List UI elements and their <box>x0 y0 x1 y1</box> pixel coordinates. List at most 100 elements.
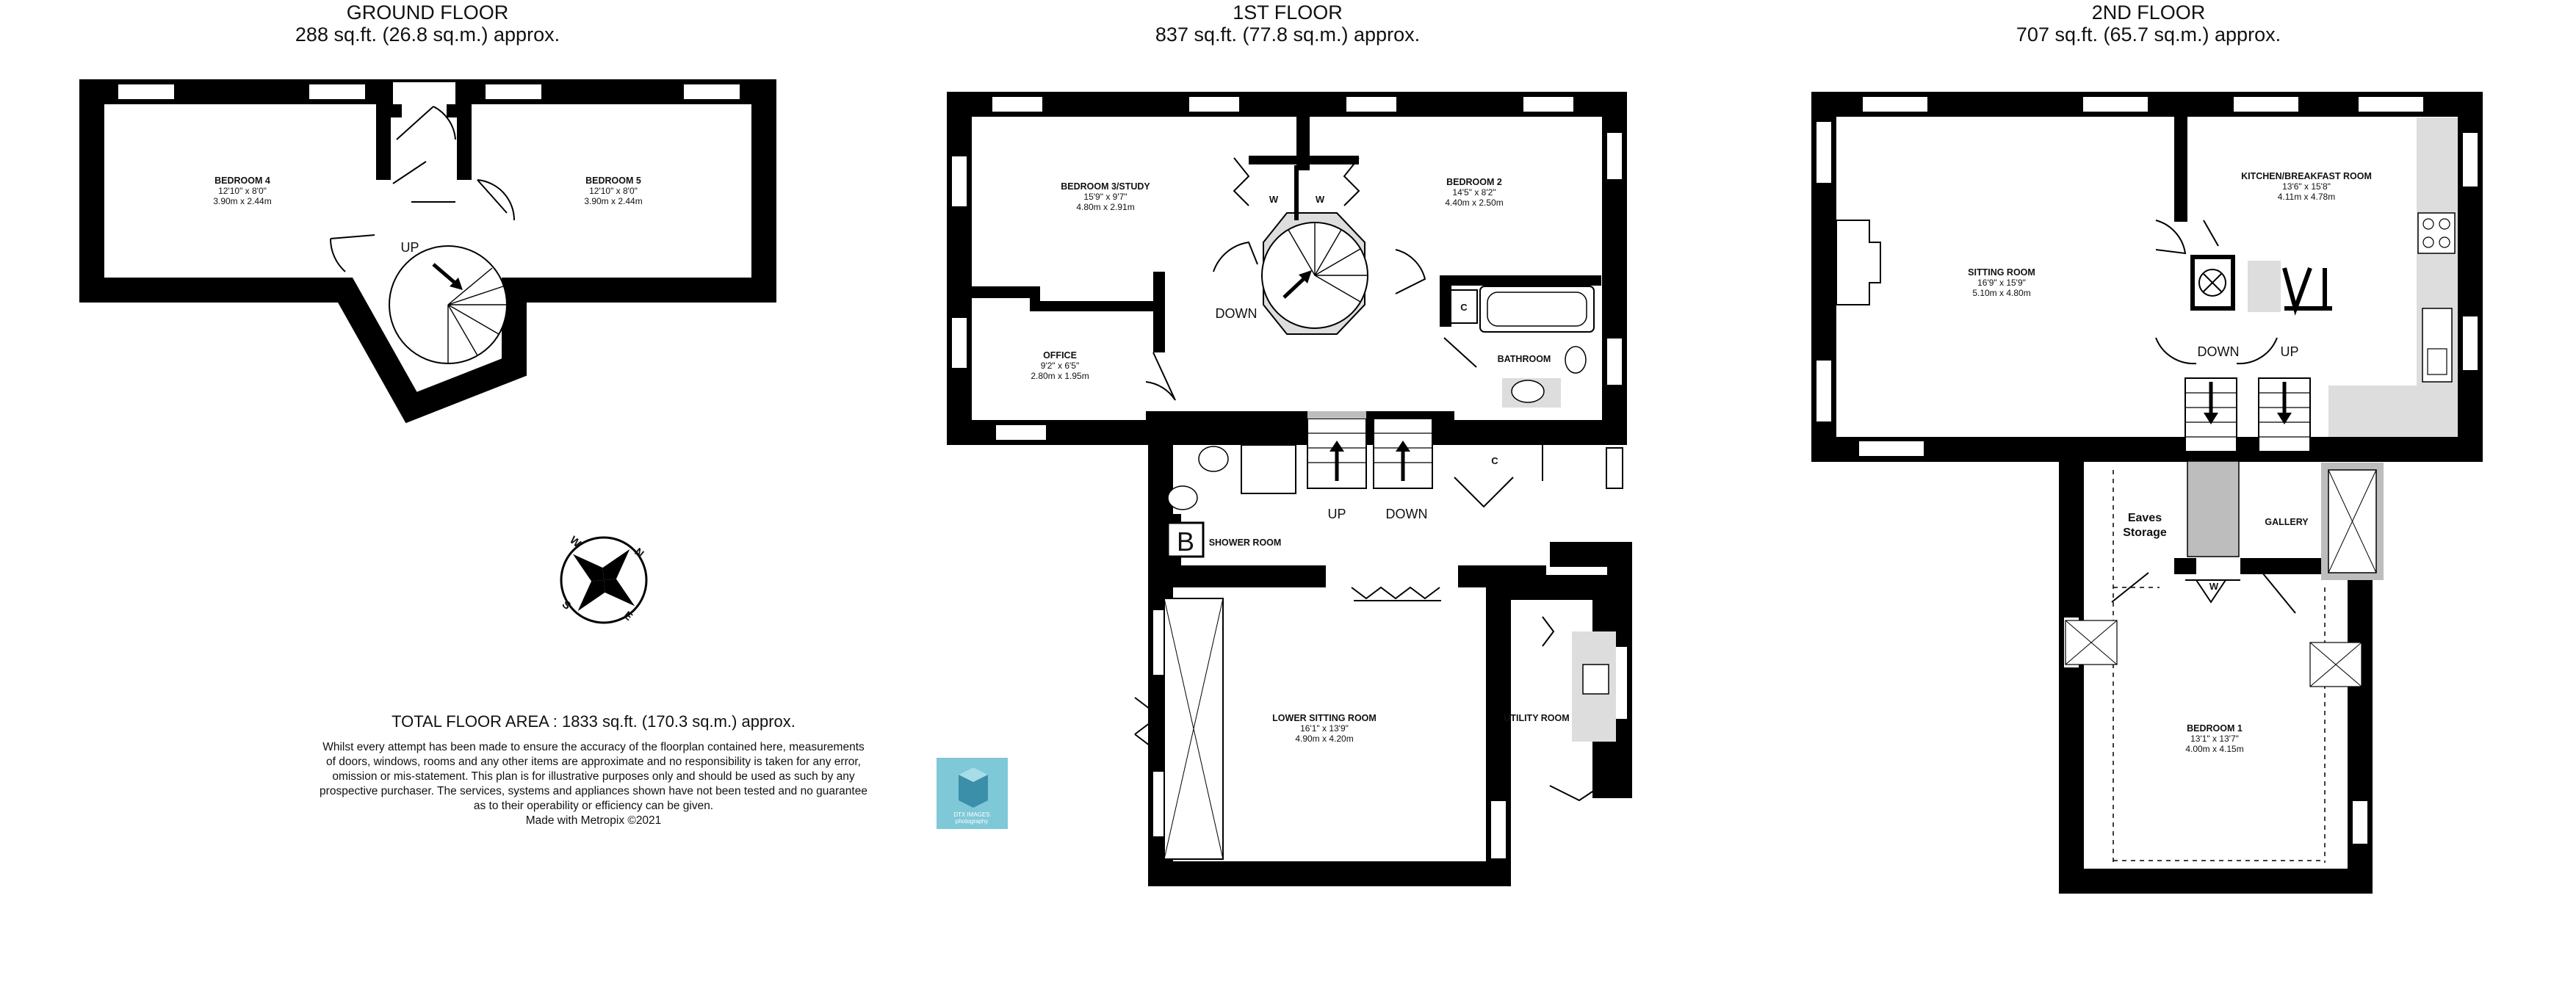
landing-stair-shade <box>1307 411 1366 419</box>
entrance-door <box>396 106 456 140</box>
total-floor-area: TOTAL FLOOR AREA : 1833 sq.ft. (170.3 sq… <box>392 712 795 731</box>
landing-down-arrowhead <box>1396 441 1410 452</box>
compass-w: W <box>567 534 583 551</box>
compass-needle-n <box>602 549 630 580</box>
first-floor-title: 1ST FLOOR <box>1233 1 1343 23</box>
logo-line-2: photography <box>956 818 988 825</box>
window <box>308 83 367 101</box>
eaves-line2: Storage <box>2123 526 2167 539</box>
gallery-void <box>2187 460 2240 557</box>
disclaimer-line-2: of doors, windows, rooms and any other i… <box>326 756 861 768</box>
ground-inner-wall-left <box>376 92 391 180</box>
shower-toilet <box>1167 485 1198 510</box>
wardrobe-wall <box>1249 156 1359 164</box>
lower-side-door <box>1134 697 1161 753</box>
landing-down-label: DOWN <box>1386 507 1428 521</box>
stair-arrowhead <box>450 278 463 290</box>
cupboard-c-label: C <box>1460 302 1468 313</box>
disclaimer-line-4: prospective purchaser. The services, sys… <box>320 785 867 797</box>
kitchen-metric: 4.11m x 4.78m <box>2278 192 2335 202</box>
window <box>682 83 741 101</box>
bedroom4-metric: 3.90m x 2.44m <box>213 196 271 206</box>
kitchen-unit <box>2282 267 2332 316</box>
ground-floor-plan: UP BEDROOM 4 12'10" x 8'0" 3.90m x 2.44m… <box>79 79 776 424</box>
first-down-label: DOWN <box>1216 306 1258 321</box>
compass-s: S <box>560 598 574 612</box>
shower-tray <box>1241 444 1296 494</box>
partition-bed3-bed2 <box>1296 104 1310 170</box>
bedroom5-metric: 3.90m x 2.44m <box>584 196 642 206</box>
bedroom5-imperial: 12'10" x 8'0" <box>589 186 638 196</box>
second-floor-plan: DOWN UP W <box>1811 92 2483 894</box>
second-up-label: UP <box>2280 344 2298 359</box>
office-metric: 2.80m x 1.95m <box>1031 371 1089 381</box>
first-floor-windows <box>950 95 1628 860</box>
bedroom1-name: BEDROOM 1 <box>2187 723 2243 734</box>
kitchen-counter-bottom <box>2328 385 2458 437</box>
shower-basin <box>1198 446 1229 472</box>
bedroom1-metric: 4.00m x 4.15m <box>2185 744 2243 754</box>
compass-n: N <box>632 546 646 560</box>
disclaimer-line-6: Made with Metropix ©2021 <box>526 814 662 827</box>
compass-needle-w <box>572 554 604 582</box>
bedroom2-name: BEDROOM 2 <box>1446 177 1502 187</box>
first-floor-plan: DOWN W W C UP DOWN C <box>947 92 1632 886</box>
bedroom2-imperial: 14'5" x 8'2" <box>1452 187 1496 198</box>
second-wardrobe-w: W <box>2209 581 2219 592</box>
office-wall-top <box>1030 301 1158 311</box>
second-floor-windows <box>1815 95 2479 845</box>
ground-floor-area: 288 sq.ft. (26.8 sq.m.) approx. <box>295 23 560 46</box>
utility-doors <box>1542 616 1602 802</box>
kitchen-sink <box>2422 308 2453 383</box>
compass-needle-e <box>604 579 635 607</box>
gallery-name: GALLERY <box>2265 517 2309 527</box>
kitchen-imperial: 13'6" x 15'8" <box>2282 181 2331 192</box>
hob-rings <box>2422 218 2450 248</box>
bedroom3-imperial: 15'9" x 9'7" <box>1083 192 1127 202</box>
second-floor-area: 707 sq.ft. (65.7 sq.m.) approx. <box>2016 23 2281 46</box>
compass-rose: N E S W <box>560 534 648 624</box>
first-upper-doors <box>1145 241 1477 401</box>
compass-needle-s <box>577 580 605 612</box>
boiler-box <box>1166 521 1205 558</box>
hall-door <box>392 161 455 203</box>
wardrobe-w-left: W <box>1269 194 1279 205</box>
second-down-arrowhead <box>2204 413 2218 424</box>
bathroom-wall-top <box>1440 275 1601 286</box>
toilet <box>1565 346 1587 374</box>
bedroom1-imperial: 13'1" x 13'7" <box>2190 734 2239 744</box>
office-name: OFFICE <box>1043 350 1077 361</box>
landing-up-arrowhead <box>1330 441 1344 452</box>
double-doors <box>1351 586 1441 601</box>
bedroom5-name: BEDROOM 5 <box>585 175 641 186</box>
bedroom3-metric: 4.80m x 2.91m <box>1076 202 1134 212</box>
entrance-gap <box>393 82 455 104</box>
fireplace <box>1836 220 1881 305</box>
bedroom4-door <box>329 234 375 272</box>
lowersitting-imperial: 16'1" x 13'9" <box>1300 723 1349 734</box>
disclaimer-line-5: as to their operability or efficiency ca… <box>474 800 713 812</box>
window <box>484 83 543 101</box>
bedroom3-name: BEDROOM 3/STUDY <box>1061 181 1150 192</box>
shower-name: SHOWER ROOM <box>1209 537 1282 548</box>
wardrobe-doors <box>1233 157 1360 206</box>
disclaimer-line-1: Whilst every attempt has been made to en… <box>322 741 865 753</box>
first-spiral-treads <box>1288 222 1368 303</box>
sitting-name: SITTING ROOM <box>1968 267 2035 278</box>
landing-up-label: UP <box>1327 507 1346 521</box>
second-down-label: DOWN <box>2198 344 2240 359</box>
window <box>117 83 176 101</box>
second-up-arrowhead <box>2277 413 2292 424</box>
ground-inner-wall-right <box>457 92 472 180</box>
first-floor-area: 837 sq.ft. (77.8 sq.m.) approx. <box>1155 23 1420 46</box>
stack-shade <box>2248 261 2281 312</box>
eaves-line1: Eaves <box>2128 512 2162 524</box>
gallery-wall-bottom <box>2240 558 2328 574</box>
ground-floor-title: GROUND FLOOR <box>347 1 509 23</box>
bedroom4-imperial: 12'10" x 8'0" <box>218 186 267 196</box>
office-wall-right <box>1153 272 1165 352</box>
bedroom4-name: BEDROOM 4 <box>214 175 270 186</box>
first-lower-walls <box>1148 432 1632 886</box>
sitting-imperial: 16'9" x 15'9" <box>1977 278 2026 288</box>
